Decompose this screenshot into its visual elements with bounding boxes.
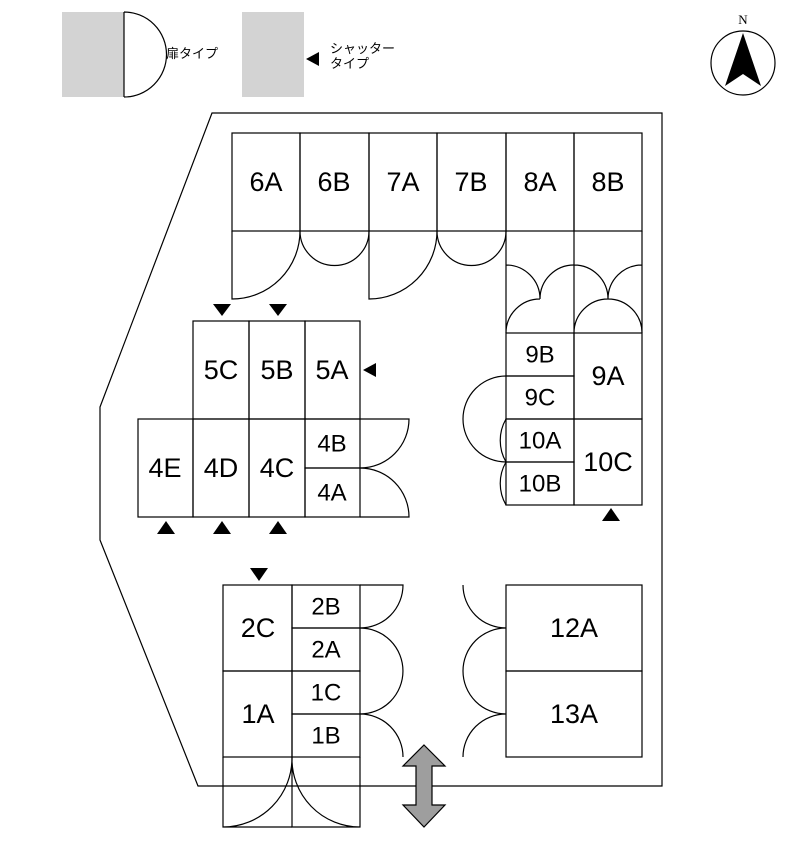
door-4B-swing [359, 418, 410, 469]
unit-9B-label: 9B [525, 342, 554, 369]
shutter-4C-arrow-icon [269, 521, 287, 534]
unit-7A-label: 7A [386, 167, 419, 197]
legend-door-unit-swatch [62, 12, 124, 97]
unit-block-6-8 [231, 132, 643, 334]
door-2B-swing [359, 584, 404, 629]
unit-10A-label: 10A [519, 428, 562, 455]
unit-block-9-10 [462, 332, 643, 521]
shutter-5C-arrow-icon [213, 304, 231, 316]
unit-8A-label: 8A [523, 167, 556, 197]
site-boundary [99, 112, 663, 787]
door-1A-swing [222, 756, 293, 828]
door-1B-front-swing [291, 756, 361, 828]
unit-5C-label: 5C [204, 355, 239, 385]
unit-block-4 [137, 418, 410, 534]
door-8B-swing [573, 231, 643, 334]
legend-shutter-type-label-1: シャッター [330, 41, 395, 56]
shutter-2C-arrow-icon [250, 568, 268, 581]
unit-10C-box [573, 418, 643, 506]
legend-door-type-label: 扉タイプ [166, 46, 218, 61]
unit-9A-label: 9A [591, 361, 624, 391]
unit-8B-label: 8B [591, 167, 624, 197]
unit-1B-label: 1B [311, 723, 340, 750]
unit-1A-label: 1A [241, 699, 274, 729]
unit-6A-label: 6A [249, 167, 282, 197]
unit-13A-label: 13A [550, 699, 598, 729]
unit-4B-label: 4B [317, 431, 346, 458]
shutter-4D-arrow-icon [213, 521, 231, 534]
unit-9C-label: 9C [525, 385, 556, 412]
unit-12A-label: 12A [550, 613, 598, 643]
unit-2C-label: 2C [241, 613, 276, 643]
legend-shutter-arrow-icon [306, 52, 319, 66]
north-arrow-icon [725, 33, 761, 86]
legend [62, 11, 319, 98]
shutter-5B-arrow-icon [269, 304, 287, 316]
door-7A-swing [368, 230, 438, 300]
unit-1C-label: 1C [311, 680, 342, 707]
door-7B-swing [436, 230, 507, 267]
unit-7B-label: 7B [454, 167, 487, 197]
unit-4D-label: 4D [204, 453, 239, 483]
legend-shutter-unit-swatch [242, 12, 304, 97]
door-4A-swing [359, 467, 410, 518]
unit-8B-box [573, 132, 643, 232]
unit-2B-label: 2B [311, 594, 340, 621]
shutter-10C-arrow-icon [602, 508, 620, 521]
north-compass [710, 30, 776, 96]
door-6A-swing [231, 230, 301, 300]
unit-5A-label: 5A [315, 355, 348, 385]
unit-10B-label: 10B [519, 471, 562, 498]
unit-1B-box [291, 713, 361, 758]
unit-block-1-2 [222, 568, 404, 828]
legend-shutter-type-label-2: タイプ [330, 56, 369, 71]
unit-block-5 [192, 304, 376, 420]
unit-10C-label: 10C [583, 447, 633, 477]
unit-5B-label: 5B [260, 355, 293, 385]
unit-2A-label: 2A [311, 637, 340, 664]
door-8A-swing [505, 231, 575, 334]
unit-block-12-13 [462, 584, 643, 758]
shutter-4E-arrow-icon [157, 521, 175, 534]
unit-4E-label: 4E [148, 453, 181, 483]
unit-4A-box [304, 467, 361, 518]
door-1B-swing [359, 713, 404, 758]
door-9B-9C-swing [462, 375, 507, 463]
compass-circle [710, 30, 776, 96]
shutter-5A-arrow-icon [363, 363, 376, 377]
door-6B-swing [299, 230, 370, 267]
door-2A-1C-swing [359, 627, 404, 715]
door-12A-swing [462, 584, 507, 672]
door-13A-swing [462, 670, 507, 758]
unit-4C-label: 4C [260, 453, 295, 483]
unit-6B-label: 6B [317, 167, 350, 197]
unit-4A-label: 4A [317, 480, 346, 507]
door-10A-10B-swing [499, 418, 507, 506]
compass-north-label: N [738, 12, 748, 27]
entrance-arrow-icon [401, 744, 447, 828]
legend-door-swing-icon [123, 11, 168, 98]
